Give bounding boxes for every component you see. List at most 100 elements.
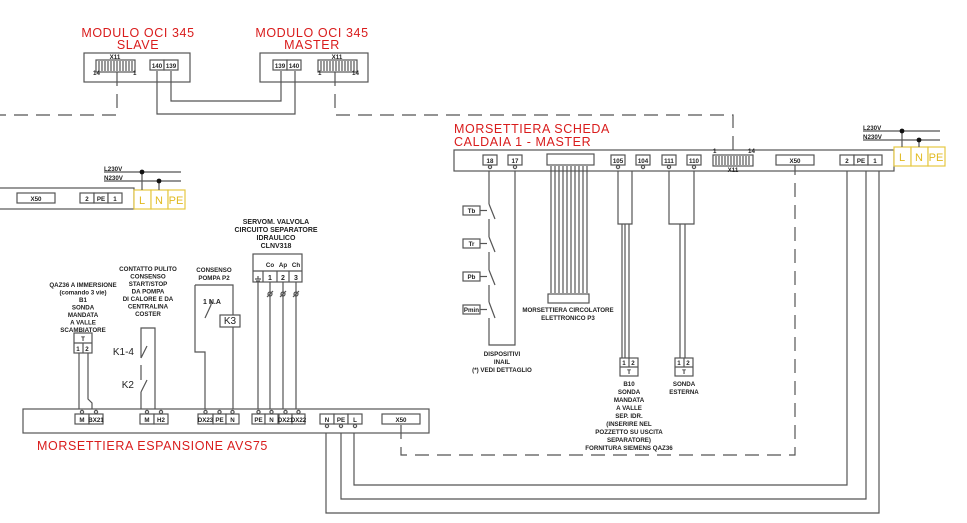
pompa-p2-label: POMPA P2 [198,275,230,282]
caldaia-x11-connector [712,154,754,167]
inail-chain-wire [488,171,516,346]
oci-bus-wiring [0,71,734,150]
caldaia-master-board: MORSETTIERA SCHEDA CALDAIA 1 - MASTER 18… [453,122,946,174]
b10-t: T [627,369,631,376]
caldaia-x11-pins [715,156,750,165]
espansione-terminal-h2-label: H2 [157,417,165,424]
b10-terminal-dividers [620,358,638,368]
contatto-k2-label: K2 [122,380,135,391]
servomotore-num-3: 3 [294,275,298,282]
inail-device-label: Pb [468,274,476,281]
caldaia-yellow-pe-label: PE [929,152,944,164]
b1-term-1: 1 [76,346,80,353]
screw-icon [691,164,697,170]
espansione-title: MORSETTIERA ESPANSIONE AVS75 [37,439,268,453]
b1-dividers [74,342,92,353]
left-x50-label: X50 [30,196,42,203]
oci-slave-x11-right: 1 [133,70,137,77]
screw-icon [338,423,344,429]
contatto-label-line: DA POMPA [132,289,165,296]
oci-master-x11-connector [317,59,358,73]
screw-icon [324,423,330,429]
left-x50-connector [16,192,56,204]
screw-icon [296,409,301,415]
screw-icon [93,409,99,415]
oci-slave-terminal-139 [163,59,179,71]
caldaia-x50-label: X50 [789,158,801,165]
b1-label-line: B1 [79,297,87,304]
oci-slave-x11-label: X11 [110,54,121,61]
contatto-label-line: CONTATTO PULITO [119,266,177,273]
espansione-terminal-m-label: M [144,417,149,424]
contatto-label-line: START/STOP [129,281,168,288]
inail-label-line: DISPOSITIVI [484,351,521,358]
sonda-esterna-term-2: 2 [686,360,690,367]
left-supply-n: N230V [104,175,124,182]
left-yellow-l-label: L [139,195,145,207]
screw-icon [640,164,646,170]
b1-label-line: A VALLE [70,320,96,327]
oci-slave-x11-left: 14 [93,70,100,77]
screw-icon [158,409,164,415]
b1-label-line: MANDATA [68,312,99,319]
b10-label-line: SEPARATORE) [607,437,651,444]
sonda-esterna-label: ESTERNA [669,389,699,396]
caldaia-supply-n: N230V [863,134,883,141]
b1-probe: QAZ36 A IMMERSIONE(comando 3 vie)B1SONDA… [49,282,117,410]
espansione-x50-connector [381,413,421,425]
sonda-esterna-t: T [682,369,686,376]
left-board: X50 2 PE 1 L N PE L230V N230V [0,166,186,210]
b10-term-2: 2 [631,360,635,367]
junction-dot [156,178,162,184]
sonda-esterna-wires [668,171,695,358]
espansione-terminal-m-label: M [79,417,84,424]
oci-slave-module: MODULO OCI 345 SLAVE X11 14 1 140 139 [81,26,194,83]
inail-label-line: (*) VEDI DETTAGLIO [472,367,532,374]
ground-icon [255,276,261,282]
circolatore-label-line: ELETTRONICO P3 [541,315,595,322]
oci-master-x11-left: 1 [318,70,322,77]
sonda-esterna-label: SONDA [673,381,696,388]
servomotore-label: CLNV318 [261,243,292,250]
caldaia-power-label-2: 2 [845,158,849,165]
x50-dashed-link [400,165,796,456]
caldaia-terminal-104-label: 104 [638,158,649,165]
espansione-terminal-dx23-label: DX23 [198,417,214,424]
oci-slave-t2-label: 139 [166,63,177,70]
screw-icon [487,164,493,170]
screw-icon [283,409,288,415]
b10-label-line: SEP. IDR. [615,413,643,420]
b10-term-1: 1 [622,360,626,367]
sonda-esterna-dividers [675,358,693,368]
cable-mark-circle [293,291,299,297]
b1-wires [78,353,93,410]
oci-master-t1-label: 139 [275,63,286,70]
screw-icon [615,164,621,170]
oci-slave-t1-label: 140 [152,63,163,70]
espansione-terminal-dx22-label: DX22 [291,417,307,424]
screw-icon [256,409,261,415]
servomotore-wires [257,282,297,410]
oci-slave-x11-connector [95,59,136,73]
espansione-terminal-l-label: L [353,417,357,424]
servomotore-pin-ap: Ap [279,262,287,269]
screw-icon [666,164,672,170]
oci-slave-subtitle: SLAVE [117,38,159,52]
b10-label-line: (INSERIRE NEL [606,421,652,428]
caldaia-x11-label: X11 [728,167,739,174]
b1-t: T [81,336,85,343]
espansione-terminal-pe-label: PE [254,417,262,424]
junction-dot [916,137,922,143]
b10-label-line: A VALLE [616,405,642,412]
sonda-esterna: 1 2 T SONDA ESTERNA [668,171,699,396]
oci-master-t2-label: 140 [289,63,300,70]
b10-label-line: SONDA [618,389,641,396]
left-power-terminal-1 [107,192,123,204]
